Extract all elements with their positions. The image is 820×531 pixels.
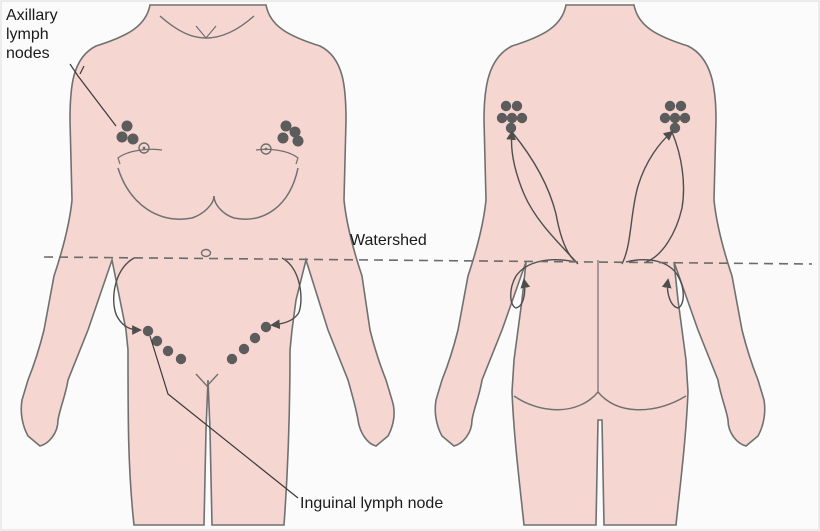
back-body [435, 5, 765, 525]
back-body-silhouette [435, 5, 765, 525]
front-body-silhouette [21, 5, 394, 525]
right-nipple-center [265, 148, 268, 151]
axillary-lymph-nodes-label: Axillary lymph nodes [6, 6, 90, 63]
front-body [21, 5, 394, 525]
axillary-label-line-3: nodes [6, 44, 90, 63]
inguinal-lymph-node-label: Inguinal lymph node [300, 494, 443, 513]
watershed-label: Watershed [350, 231, 427, 250]
left-nipple-center [143, 147, 146, 150]
axillary-label-line-1: Axillary [6, 6, 90, 25]
axillary-label-line-2: lymph [6, 25, 90, 44]
